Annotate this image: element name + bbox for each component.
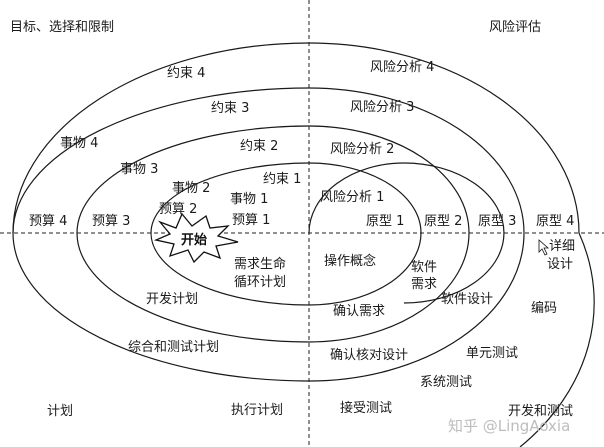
quadrant-top-left: 目标、选择和限制 (10, 20, 114, 35)
start-marker: 开始 (153, 212, 239, 264)
constraint-2: 约束 2 (240, 139, 278, 154)
budget-4: 预算 4 (29, 214, 67, 229)
prototype-2: 原型 2 (424, 214, 462, 229)
spiral-loop-1-left (150, 162, 310, 306)
req-lifecycle-plan-line2: 循环计划 (234, 275, 286, 290)
detailed-design-line1: 详细 (549, 239, 575, 254)
spiral-loop-2-left (76, 125, 310, 343)
integration-test-plan: 综合和测试计划 (128, 340, 219, 355)
quadrant-bottom-left: 计划 (47, 404, 73, 419)
budget-3: 预算 3 (92, 214, 130, 229)
coding: 编码 (531, 301, 557, 316)
spiral-loop-3-left (12, 87, 310, 382)
prototype-4: 原型 4 (536, 214, 574, 229)
spiral-loop-4-right (308, 42, 595, 447)
spiral-loop-4-top (12, 42, 310, 234)
prototype-3: 原型 3 (478, 214, 516, 229)
start-label: 开始 (181, 232, 207, 248)
spiral-loop-2-right (308, 125, 470, 343)
system-test: 系统测试 (420, 375, 472, 390)
budget-2: 预算 2 (159, 202, 197, 217)
detailed-design-line2: 设计 (547, 257, 573, 272)
confirm-requirements: 确认需求 (333, 304, 385, 319)
req-lifecycle-plan-line1: 需求生命 (234, 256, 286, 272)
spiral-loop-3-right (308, 87, 525, 382)
prototype-1: 原型 1 (366, 214, 404, 229)
acceptance-test: 接受测试 (340, 400, 392, 416)
risk-analysis-4: 风险分析 4 (370, 60, 434, 75)
risk-analysis-1: 风险分析 1 (320, 190, 384, 205)
constraint-3: 约束 3 (211, 101, 249, 116)
execution-plan: 执行计划 (231, 403, 283, 418)
constraint-4: 约束 4 (167, 66, 205, 81)
item-3: 事物 3 (120, 162, 158, 177)
unit-test: 单元测试 (466, 346, 518, 361)
constraint-1: 约束 1 (263, 172, 301, 187)
software-req-line2: 需求 (411, 277, 437, 292)
watermark: 知乎 @LingAoxia (448, 417, 570, 435)
spiral-loop-1-right (308, 162, 422, 306)
risk-analysis-2: 风险分析 2 (330, 142, 394, 157)
budget-1: 预算 1 (232, 213, 270, 228)
dev-plan: 开发计划 (146, 291, 198, 307)
quadrant-top-right: 风险评估 (489, 20, 541, 35)
operation-concept: 操作概念 (324, 253, 376, 269)
software-req-line1: 软件 (411, 260, 437, 275)
software-design: 软件设计 (441, 292, 493, 307)
mouse-cursor-icon (538, 239, 550, 256)
item-4: 事物 4 (60, 136, 98, 151)
start-star-icon (153, 212, 239, 264)
spiral-curve (12, 42, 595, 447)
item-2: 事物 2 (172, 181, 210, 196)
spiral-loop-1 (308, 162, 505, 304)
risk-analysis-3: 风险分析 3 (350, 100, 414, 115)
confirm-check-design: 确认核对设计 (330, 348, 408, 363)
quadrant-bottom-right: 开发和测试 (508, 403, 573, 419)
item-1: 事物 1 (230, 192, 268, 207)
